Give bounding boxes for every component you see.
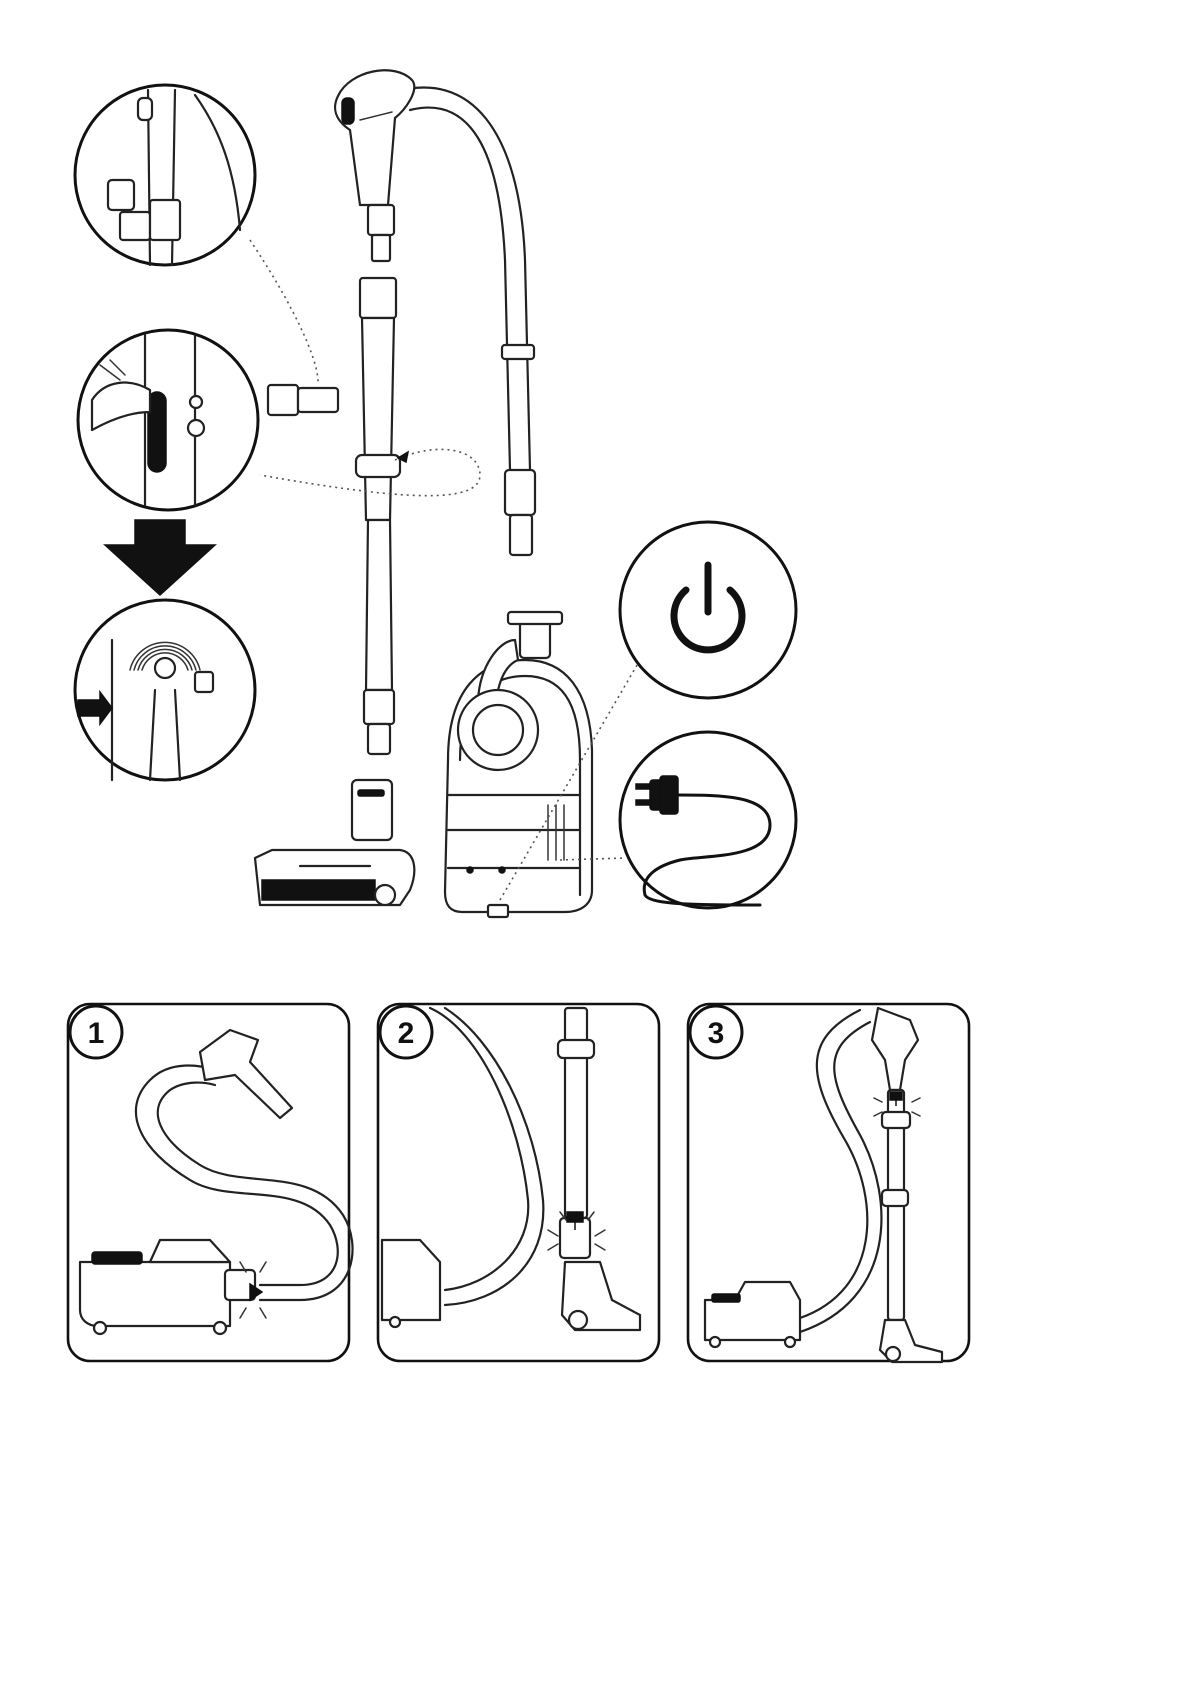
canister-body [445,612,640,917]
loose-clip [250,240,338,415]
plug-callout [620,732,796,908]
step-panel-2: 2 [378,1004,659,1361]
step-number: 1 [88,1017,105,1050]
power-callout [620,522,796,698]
callout-hose-attach [75,600,255,780]
wand [260,278,480,754]
step-number: 2 [398,1017,415,1050]
step-number: 3 [708,1017,725,1050]
callout-clip-detail [75,85,255,265]
step-panel-3: 3 [688,1004,969,1362]
arrow-down-icon [105,520,215,595]
floor-nozzle [255,780,414,905]
callout-press-latch [78,330,258,510]
step-panel-1: 1 [68,1004,353,1361]
